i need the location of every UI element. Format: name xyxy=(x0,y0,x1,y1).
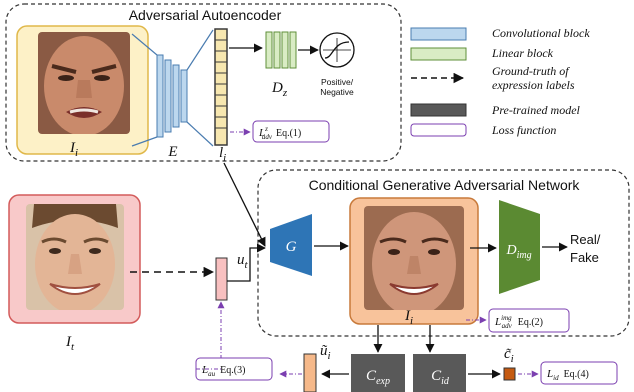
loss-adv-img xyxy=(488,308,570,333)
target-code-label: ut xyxy=(237,252,249,271)
identity-classifier-label: Cid xyxy=(431,368,450,387)
generator-label: G xyxy=(286,239,297,255)
aae-title: Adversarial Autoencoder xyxy=(129,7,282,23)
linear-block xyxy=(265,31,273,69)
legend-loss-swatch xyxy=(410,123,467,137)
linear-block xyxy=(273,31,281,69)
latent-label: li xyxy=(219,145,226,164)
cgan-title: Conditional Generative Adversarial Netwo… xyxy=(309,177,581,193)
identity-classifier xyxy=(413,354,466,392)
legend-gt-label-2: expression labels xyxy=(492,78,575,92)
legend: Convolutional block Linear block Ground-… xyxy=(410,26,590,137)
generated-face-label: Ĩi xyxy=(404,307,413,327)
aae-output-label: Positive/Negative xyxy=(320,77,354,97)
predicted-au-label: ũi xyxy=(320,343,331,362)
image-disc-label: Dimg xyxy=(505,243,531,261)
cgan-output-label: Real/Fake xyxy=(570,232,601,265)
latent-vector-outline xyxy=(214,28,228,146)
predicted-id-vector xyxy=(503,367,516,381)
latent-to-generator-arrow xyxy=(223,162,266,247)
latent-disc-label: Dz xyxy=(271,80,288,99)
legend-gt-label-1: Ground-truth of xyxy=(492,64,570,78)
latent-vector xyxy=(214,28,228,146)
expression-classifier-label: Cexp xyxy=(366,368,390,387)
cgan-dashed-border xyxy=(257,169,630,337)
image-discriminator-block xyxy=(499,200,540,294)
legend-loss-label: Loss function xyxy=(491,123,556,137)
loss-adv-z xyxy=(252,120,330,143)
legend-pretrained-label: Pre-trained model xyxy=(491,103,581,117)
legend-conv-swatch xyxy=(410,27,467,41)
legend-linear-label: Linear block xyxy=(491,46,554,60)
latent-discriminator xyxy=(265,31,297,69)
encoder-label: E xyxy=(167,144,177,160)
encoder-blocks xyxy=(156,54,188,138)
loss-id xyxy=(540,361,618,385)
conv-block xyxy=(164,59,172,133)
predicted-au-vector xyxy=(303,353,317,392)
conv-block xyxy=(180,69,188,123)
expression-classifier xyxy=(351,354,405,392)
target-smiling-face-image xyxy=(26,204,124,310)
linear-block xyxy=(289,31,297,69)
aae-dashed-border xyxy=(5,3,402,162)
legend-linear-swatch xyxy=(410,47,467,61)
predicted-id-label: c̃i xyxy=(504,346,514,365)
generated-smiling-face-image xyxy=(364,206,464,310)
angry-face-image xyxy=(38,32,130,134)
linear-block xyxy=(281,31,289,69)
generator-block xyxy=(270,214,312,276)
target-face-label: It xyxy=(65,334,75,353)
conv-block xyxy=(156,54,164,138)
legend-pretrained-swatch xyxy=(410,103,467,117)
legend-conv-label: Convolutional block xyxy=(492,26,590,40)
conv-block xyxy=(172,64,180,128)
target-code-vector xyxy=(215,257,228,301)
